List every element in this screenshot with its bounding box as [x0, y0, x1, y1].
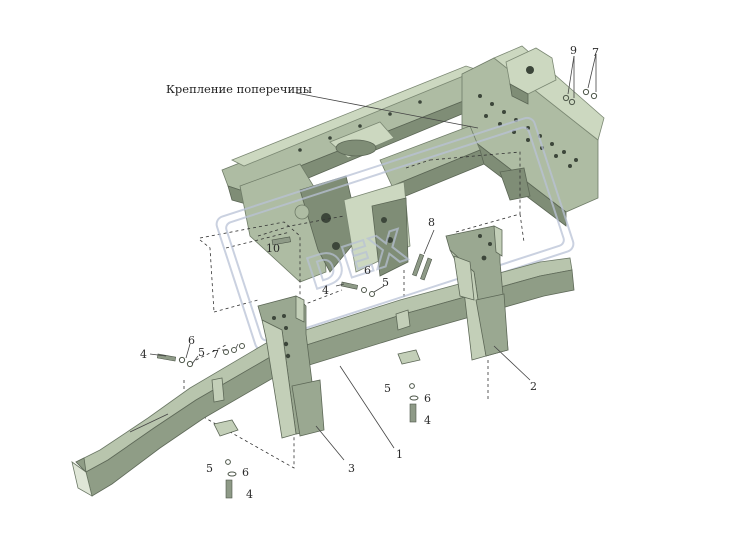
- callout-6-lower-left: 6: [242, 466, 249, 479]
- callout-2: 2: [530, 380, 537, 393]
- callout-5-lower-left: 5: [206, 462, 213, 475]
- cross-beam: [71, 257, 575, 497]
- callout-4-left: 4: [140, 348, 147, 361]
- bracket-2: [445, 225, 509, 361]
- assembly-title: Крепление поперечины: [166, 82, 312, 96]
- callout-8: 8: [428, 216, 435, 229]
- callout-labels: 1 2 3 4 4 4 4 5 5 5 5 6 6 6 6 7 7 8 9 10: [140, 44, 599, 501]
- fasteners: [156, 88, 598, 499]
- callout-7-top-right: 7: [592, 46, 599, 59]
- rail-holes: [298, 94, 578, 168]
- callout-10: 10: [266, 242, 280, 255]
- callout-4-lower-right: 4: [424, 414, 431, 427]
- callout-5-left: 5: [198, 346, 205, 359]
- callout-3: 3: [348, 462, 355, 475]
- leader-lines: [149, 53, 597, 461]
- callout-4-lower-left: 4: [246, 488, 253, 501]
- lower-plates: [211, 309, 421, 437]
- callout-6-left: 6: [188, 334, 195, 347]
- callout-9: 9: [570, 44, 577, 57]
- callout-6-lower-right: 6: [424, 392, 431, 405]
- callout-5-middle: 5: [382, 276, 389, 289]
- callout-1: 1: [396, 448, 403, 461]
- callout-4-middle: 4: [322, 284, 329, 297]
- callout-7-left: 7: [212, 348, 219, 361]
- callout-6-middle: 6: [364, 264, 371, 277]
- callout-5-lower-right: 5: [384, 382, 391, 395]
- bracket-3: [257, 295, 325, 439]
